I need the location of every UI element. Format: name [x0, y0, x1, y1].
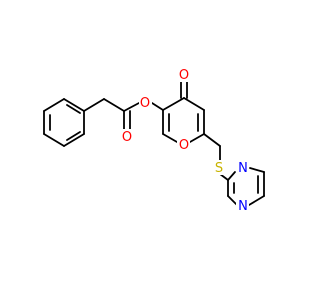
pyrimidine-ring — [227, 167, 265, 207]
molecule-structure: O O O O S N N — [43, 67, 265, 214]
oxygen-ketone: O — [179, 68, 189, 83]
oxygen-ring: O — [179, 138, 189, 153]
oxygen-ester: O — [140, 96, 150, 111]
nitrogen-atom-2: N — [238, 199, 248, 214]
oxygen-ketone-label: O — [177, 67, 190, 83]
oxygen-carbonyl: O — [122, 130, 132, 145]
nitrogen-atom-1: N — [238, 161, 248, 176]
nitrogen-2-label: N — [236, 198, 249, 214]
pyranone-ring — [162, 81, 205, 143]
sulfur-atom: S — [215, 161, 223, 176]
benzene-ring — [43, 98, 85, 147]
oxygen-carbonyl-label: O — [120, 129, 133, 145]
oxygen-ring-label: O — [177, 137, 190, 153]
phenylacetate-chain — [83, 98, 164, 130]
sulfur-label: S — [213, 160, 226, 176]
oxygen-ester-label: O — [139, 95, 152, 111]
nitrogen-1-label: N — [236, 160, 249, 176]
